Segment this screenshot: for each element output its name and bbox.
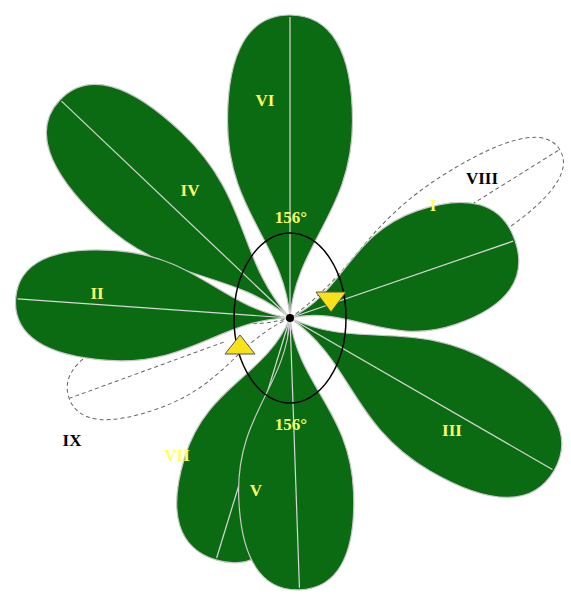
midrib [290,318,299,588]
leaf-number: V [250,482,262,499]
midrib [290,241,513,318]
leaf-number: II [90,285,103,302]
midrib [289,17,290,318]
leaf-number: I [430,197,437,214]
divergence-ellipse [234,233,346,403]
leaf-number: VI [256,92,275,109]
center-point [286,314,294,322]
marker-triangle [316,292,346,312]
leaf-number: VII [164,447,190,464]
leaf-number: IX [63,432,82,449]
midrib [18,299,290,318]
marker-triangle [225,335,255,354]
leaf [12,244,294,373]
leaf [228,15,353,318]
leaf-number: VIII [466,170,498,187]
leaf [233,316,357,592]
angle-label: 156° [275,416,307,433]
leaf-number: III [442,422,462,439]
angle-label: 156° [275,209,307,226]
leaf-number: IV [181,182,200,199]
leaves [12,15,571,592]
